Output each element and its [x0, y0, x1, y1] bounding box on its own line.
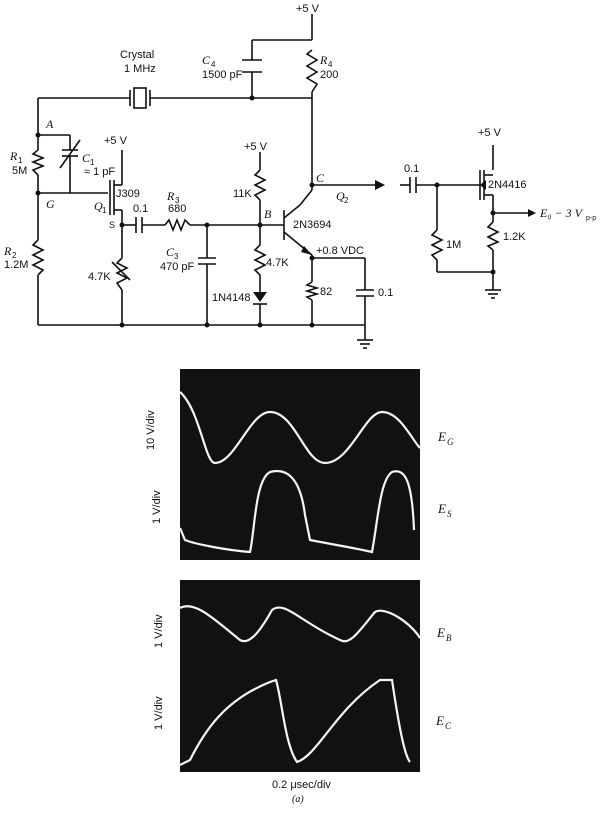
r-1m-value: 1M — [446, 239, 461, 251]
supply-q2: +5 V — [244, 141, 268, 153]
output-label: E₀ − 3 V — [539, 206, 584, 220]
q2-sub: 2 — [344, 196, 349, 205]
crystal — [129, 87, 151, 109]
node-b-label: B — [264, 207, 272, 221]
c-out-value: 0.1 — [404, 163, 419, 175]
trace-eg — [179, 391, 421, 465]
q1-part: J309 — [116, 188, 140, 200]
q2-part: 2N3694 — [293, 219, 332, 231]
q1-sub: 1 — [102, 206, 107, 215]
c3-ref: C — [166, 245, 175, 259]
emitter-vdc: +0.8 VDC — [316, 245, 364, 257]
r4-sub: 4 — [328, 60, 333, 69]
c1-value: ≈ 1 pF — [84, 166, 115, 178]
r-b-bottom-value: 4.7K — [266, 257, 289, 269]
r1-sub: 1 — [18, 156, 23, 165]
c4-sub: 4 — [211, 60, 216, 69]
c-emitter-value: 0.1 — [378, 287, 393, 299]
eb-sub: B — [446, 633, 452, 643]
c3-sub: 3 — [174, 252, 179, 261]
c1-ref: C — [82, 151, 91, 165]
q1-ref: Q — [94, 199, 103, 213]
r3-sub: 3 — [175, 196, 180, 205]
r-source-value: 4.7K — [88, 271, 111, 283]
timebase-label: 0.2 μsec/div — [272, 779, 331, 791]
eg-sub: G — [447, 437, 454, 447]
r4-ref: R — [319, 53, 328, 67]
c1-sub: 1 — [90, 158, 95, 167]
eg-label: E — [437, 429, 446, 444]
capacitors — [59, 59, 417, 297]
eg-scale: 10 V/div — [145, 410, 157, 450]
c3-value: 470 pF — [160, 261, 195, 273]
es-scale: 1 V/div — [151, 490, 163, 524]
figure-caption: (a) — [292, 794, 304, 805]
r3-value: 680 — [168, 203, 186, 215]
ec-sub: C — [445, 721, 452, 731]
r-11k-value: 11K — [233, 188, 252, 200]
node-s-label: S — [109, 220, 115, 230]
node-g-label: G — [46, 197, 55, 211]
diode-label: 1N4148 — [212, 292, 251, 304]
c4-value: 1500 pF — [202, 69, 243, 81]
node-c-label: C — [316, 171, 325, 185]
eb-label: E — [436, 625, 445, 640]
r-82-value: 82 — [320, 286, 332, 298]
ec-scale: 1 V/div — [153, 696, 165, 730]
supply-q3: +5 V — [478, 127, 502, 139]
c-coupling-value: 0.1 — [133, 203, 148, 215]
diode-1n4148 — [253, 292, 267, 305]
q3-part: 2N4416 — [488, 179, 527, 191]
ground-symbols — [357, 289, 501, 349]
trace-es — [178, 470, 416, 554]
r2-ref: R — [3, 244, 12, 258]
node-a-label: A — [45, 117, 54, 131]
arrows — [301, 180, 536, 255]
ec-label: E — [435, 713, 444, 728]
c4-ref: C — [202, 53, 211, 67]
r1-ref: R — [9, 149, 18, 163]
r1-value: 5M — [12, 165, 27, 177]
supply-label: +5 V — [296, 3, 320, 15]
junctions — [35, 95, 496, 328]
trace-eb — [179, 605, 421, 643]
crystal-label: Crystal — [120, 49, 154, 61]
eb-scale: 1 V/div — [153, 614, 165, 648]
r-12k-value: 1.2K — [503, 231, 526, 243]
crystal-freq: 1 MHz — [124, 63, 156, 75]
r2-value: 1.2M — [4, 259, 28, 271]
trace-ec — [179, 678, 411, 766]
output-sub: p-p — [586, 215, 596, 222]
resistors — [30, 49, 500, 301]
scope-bottom-screen — [180, 580, 420, 772]
r2-sub: 2 — [12, 251, 17, 260]
r3-ref: R — [166, 189, 175, 203]
scope-top-screen — [180, 369, 420, 560]
circuit-schematic: +5 V Crystal 1 MHz C 4 1500 pF R 4 200 A… — [3, 3, 596, 349]
es-sub: S — [447, 509, 452, 519]
q2-ref: Q — [336, 189, 345, 203]
es-label: E — [437, 501, 446, 516]
r4-value: 200 — [320, 69, 338, 81]
supply-q1: +5 V — [104, 135, 128, 147]
